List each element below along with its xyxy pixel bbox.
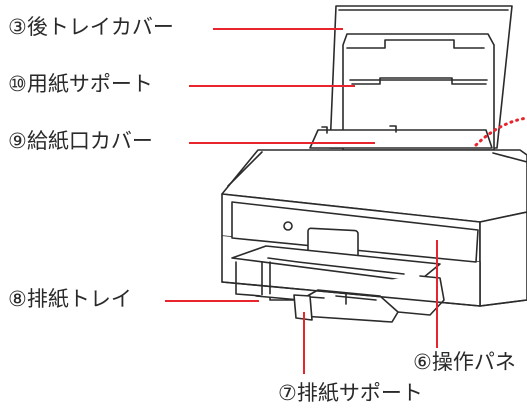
paper-output-tray-leader — [165, 300, 259, 302]
operation-panel-leader — [436, 240, 438, 348]
paper-output-tray-label: ⑧排紙トレイ — [8, 287, 132, 311]
rear-tray-cover-label: ③後トレイカバー — [8, 15, 174, 39]
operation-panel-label: ⑥操作パネ — [413, 350, 516, 374]
paper-support-leader — [189, 85, 355, 87]
rear-tray-cover-leader — [213, 28, 343, 30]
feed-slot-cover-shape — [309, 125, 493, 149]
paper-output-tray-shape — [231, 245, 445, 323]
motion-arc — [474, 116, 527, 147]
printer-base-line — [221, 281, 527, 307]
paper-support-label: ⑩用紙サポート — [8, 72, 153, 96]
feed-slot-cover-label: ⑨給紙口カバー — [8, 129, 153, 153]
output-tray-support-label: ⑦排紙サポート — [278, 381, 423, 405]
paper-support-shape — [342, 33, 495, 151]
feed-slot-cover-leader — [189, 142, 375, 144]
output-tray-support-leader — [303, 312, 305, 374]
output-tray-support-shape — [293, 294, 313, 321]
